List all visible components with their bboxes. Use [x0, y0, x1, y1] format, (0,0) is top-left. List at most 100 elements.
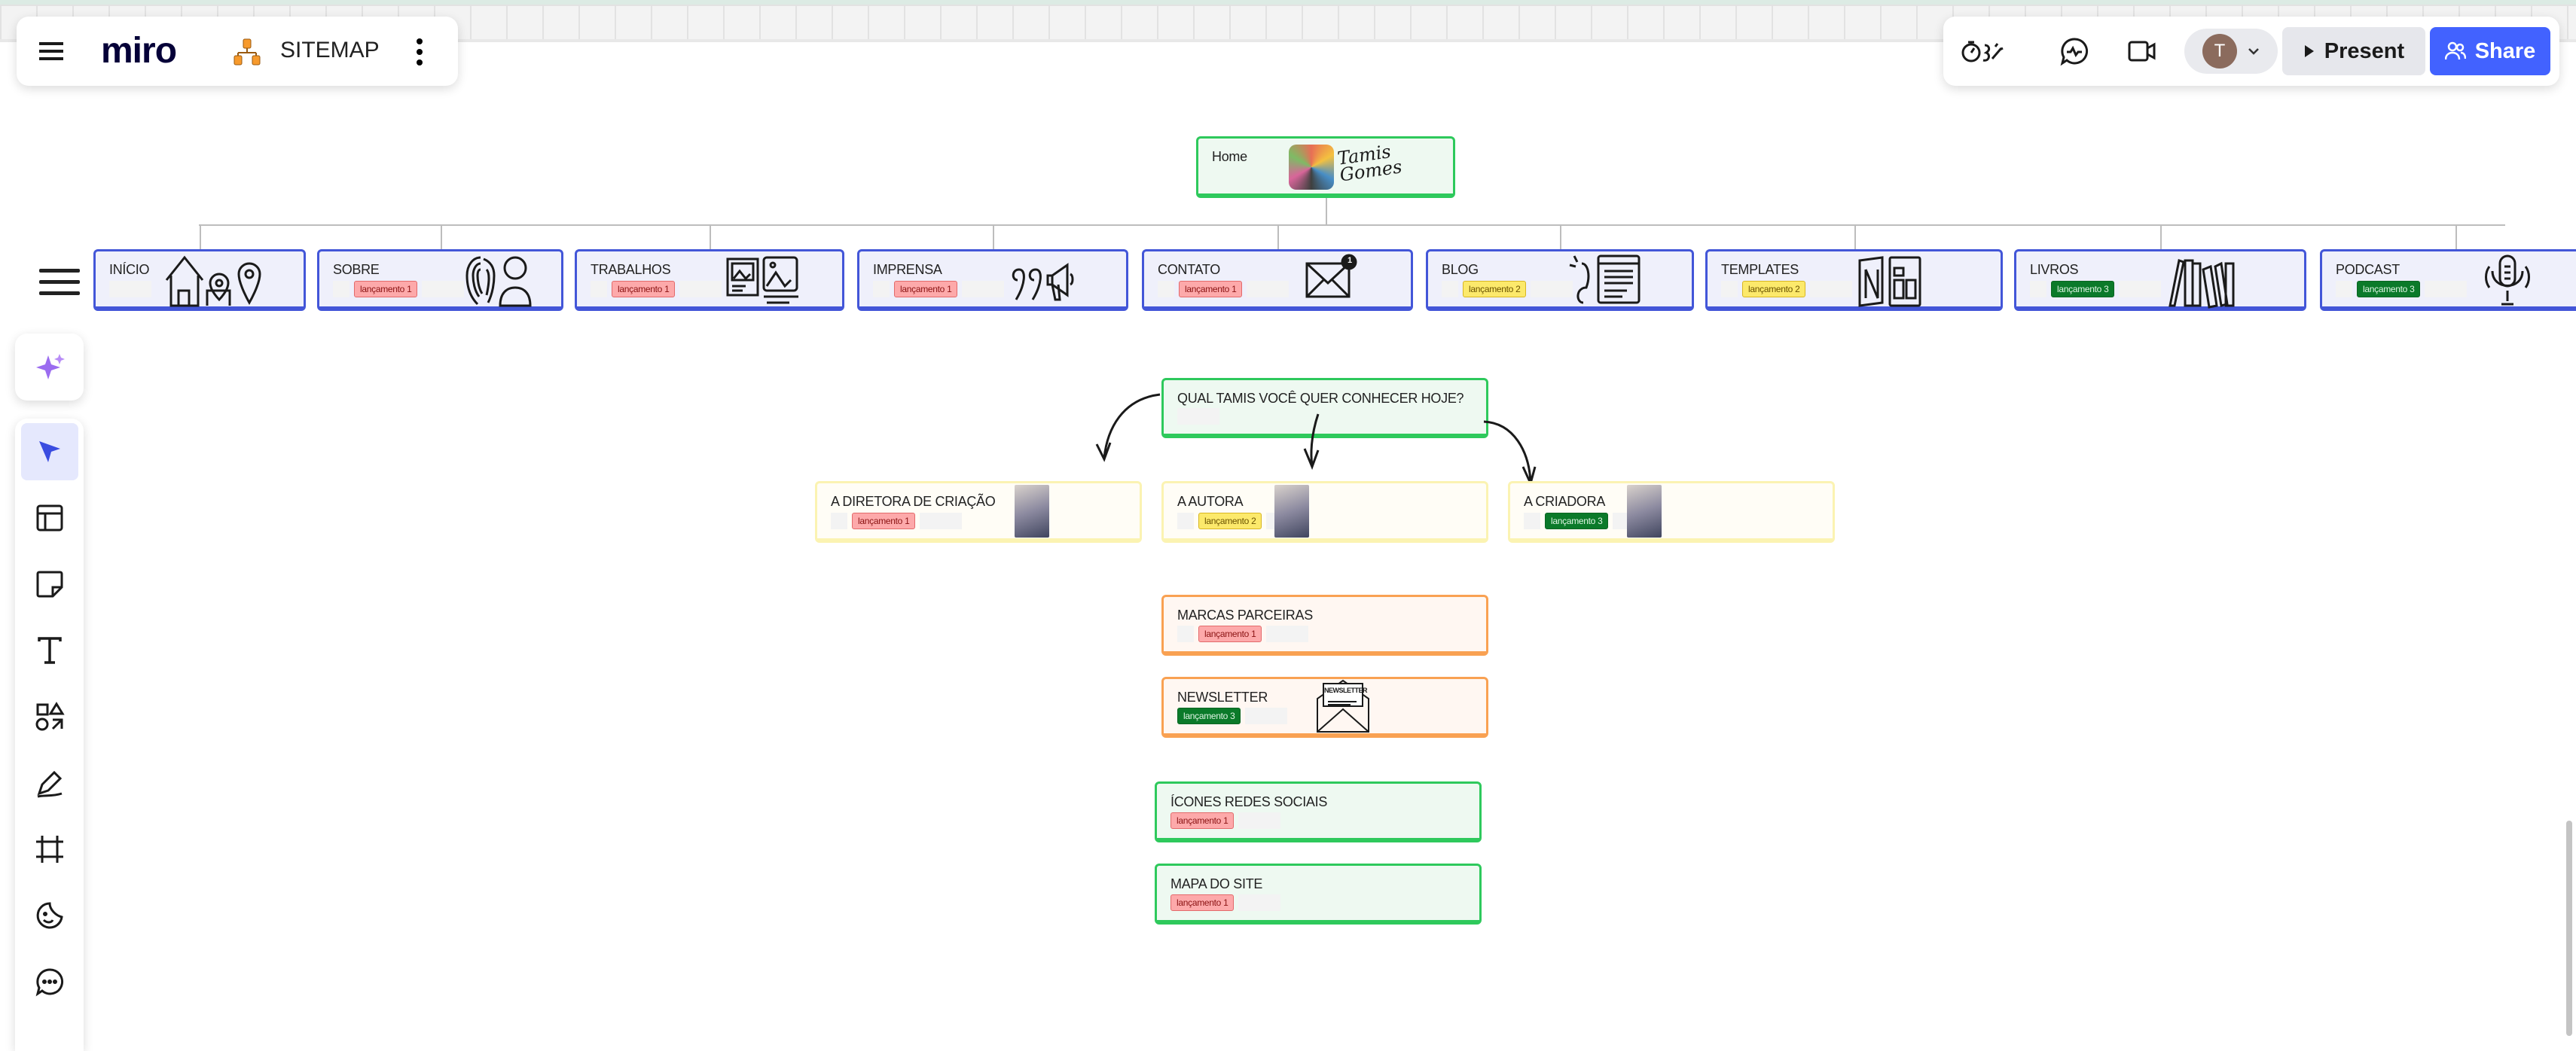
question-card[interactable]: QUAL TAMIS VOCÊ QUER CONHECER HOJE? — [1161, 378, 1488, 438]
nav-card-label: TEMPLATES — [1721, 262, 1799, 277]
release-badge: lançamento 1 — [354, 281, 418, 297]
nav-card-0[interactable]: INÍCIO — [93, 249, 306, 311]
miro-logo[interactable]: miro — [101, 31, 177, 71]
chevron-down-icon — [2248, 48, 2259, 55]
tag-placeholder — [920, 513, 963, 529]
pen-tool[interactable] — [15, 753, 84, 813]
nav-card-label: TRABALHOS — [591, 262, 671, 277]
tag-placeholder — [1531, 281, 1573, 297]
persona-label: A DIRETORA DE CRIAÇÃO — [831, 494, 996, 509]
comment-tool[interactable] — [15, 952, 84, 1012]
timer-reactions-icon — [1961, 41, 2004, 62]
tag-placeholder — [962, 281, 1005, 297]
section-label: MAPA DO SITE — [1170, 876, 1263, 891]
hamburger-icon — [39, 42, 63, 60]
arrow-center — [1303, 413, 1320, 471]
video-call-button[interactable] — [2124, 35, 2160, 68]
tag-placeholder — [333, 281, 349, 297]
connector — [199, 224, 2505, 226]
nav-card-label: SOBRE — [333, 262, 380, 277]
release-badge: lançamento 3 — [1177, 708, 1241, 724]
reactions-button[interactable] — [1958, 35, 2011, 68]
nav-card-5[interactable]: BLOG lançamento 2 — [1426, 249, 1694, 311]
tag-placeholder — [2030, 281, 2046, 297]
collab-toolbar: T Present Share — [1943, 17, 2559, 86]
tag-placeholder — [1247, 281, 1290, 297]
release-badge: lançamento 1 — [1198, 626, 1262, 642]
notification-count: 1 — [1348, 256, 1353, 265]
release-badge: lançamento 1 — [1179, 281, 1243, 297]
tag-placeholder — [422, 281, 465, 297]
nav-card-8[interactable]: PODCAST lançamento 3 — [2320, 249, 2576, 311]
tag-placeholder — [1177, 513, 1194, 529]
nav-card-label: IMPRENSA — [873, 262, 942, 277]
nav-card-3[interactable]: IMPRENSA lançamento 1 — [857, 249, 1128, 311]
more-vertical-icon — [417, 38, 423, 65]
home-label: Home — [1212, 149, 1247, 164]
nav-card-6[interactable]: TEMPLATES lançamento 2 — [1705, 249, 2003, 311]
main-menu-button[interactable] — [36, 36, 66, 66]
select-tool[interactable] — [15, 422, 84, 482]
comments-button[interactable] — [2056, 35, 2092, 68]
release-badge: lançamento 3 — [1545, 513, 1609, 529]
section-label: ÍCONES REDES SOCIAIS — [1170, 794, 1328, 809]
release-badge: lançamento 1 — [852, 513, 916, 529]
text-tool[interactable] — [15, 620, 84, 681]
shapes-tool[interactable] — [15, 687, 84, 747]
section-card-0[interactable]: MARCAS PARCEIRAS lançamento 1 — [1161, 595, 1488, 656]
release-badge: lançamento 1 — [612, 281, 676, 297]
nav-illustration-icon — [1012, 263, 1074, 301]
sitemap-icon — [232, 38, 262, 70]
shapes-icon — [35, 702, 65, 731]
nav-card-label: LIVROS — [2030, 262, 2079, 277]
tag-placeholder — [2336, 281, 2352, 297]
release-badge: lançamento 1 — [894, 281, 958, 297]
board-options-button[interactable] — [408, 33, 431, 71]
connector — [1854, 225, 1856, 249]
persona-photo — [1015, 485, 1049, 538]
section-card-3[interactable]: MAPA DO SITE lançamento 1 — [1155, 864, 1482, 925]
newsletter-envelope-icon: NEWSLETTER — [1314, 679, 1372, 733]
connector — [440, 225, 442, 249]
persona-label: A CRIADORA — [1524, 494, 1606, 509]
text-icon — [37, 637, 62, 664]
persona-card-1[interactable]: A AUTORA lançamento 2 — [1161, 481, 1488, 543]
arrow-left — [1095, 393, 1161, 462]
persona-card-0[interactable]: A DIRETORA DE CRIAÇÃO lançamento 1 — [815, 481, 1142, 543]
connector — [1560, 225, 1561, 249]
frame-tool[interactable] — [15, 819, 84, 879]
templates-tool[interactable] — [15, 488, 84, 548]
nav-illustration-icon — [2485, 254, 2530, 306]
vertical-scrollbar[interactable] — [2566, 821, 2572, 1036]
user-menu-button[interactable]: T — [2184, 29, 2278, 74]
ai-assist-button[interactable] — [15, 334, 84, 401]
release-badge: lançamento 2 — [1463, 281, 1527, 297]
persona-card-2[interactable]: A CRIADORA lançamento 3 — [1508, 481, 1835, 543]
nav-card-1[interactable]: SOBRE lançamento 1 — [317, 249, 563, 311]
connector — [2455, 225, 2457, 249]
board-title[interactable]: SITEMAP — [280, 38, 380, 62]
section-card-1[interactable]: NEWSLETTER lançamento 3 NEWSLETTER — [1161, 677, 1488, 738]
tag-placeholder — [1238, 812, 1281, 829]
sticky-note-icon — [36, 571, 63, 598]
nav-card-2[interactable]: TRABALHOS lançamento 1 — [575, 249, 844, 311]
sparkle-icon — [35, 353, 65, 379]
nav-illustration-icon — [1569, 254, 1641, 304]
share-button[interactable]: Share — [2430, 27, 2550, 75]
tag-placeholder — [591, 281, 607, 297]
comment-icon — [35, 968, 63, 997]
tag-placeholder — [2119, 281, 2162, 297]
nav-card-4[interactable]: CONTATO lançamento 1 1 — [1142, 249, 1413, 311]
tools-panel — [15, 419, 84, 1051]
nav-illustration-icon — [1305, 254, 1357, 298]
nav-illustration-icon — [465, 256, 532, 307]
connector — [1277, 225, 1279, 249]
menu-lines-icon — [39, 269, 80, 295]
present-button[interactable]: Present — [2282, 27, 2425, 75]
section-card-2[interactable]: ÍCONES REDES SOCIAIS lançamento 1 — [1155, 781, 1482, 842]
users-icon — [2444, 41, 2466, 60]
stickers-tool[interactable] — [15, 885, 84, 946]
sticky-note-tool[interactable] — [15, 554, 84, 614]
nav-card-7[interactable]: LIVROS lançamento 3 — [2014, 249, 2306, 311]
